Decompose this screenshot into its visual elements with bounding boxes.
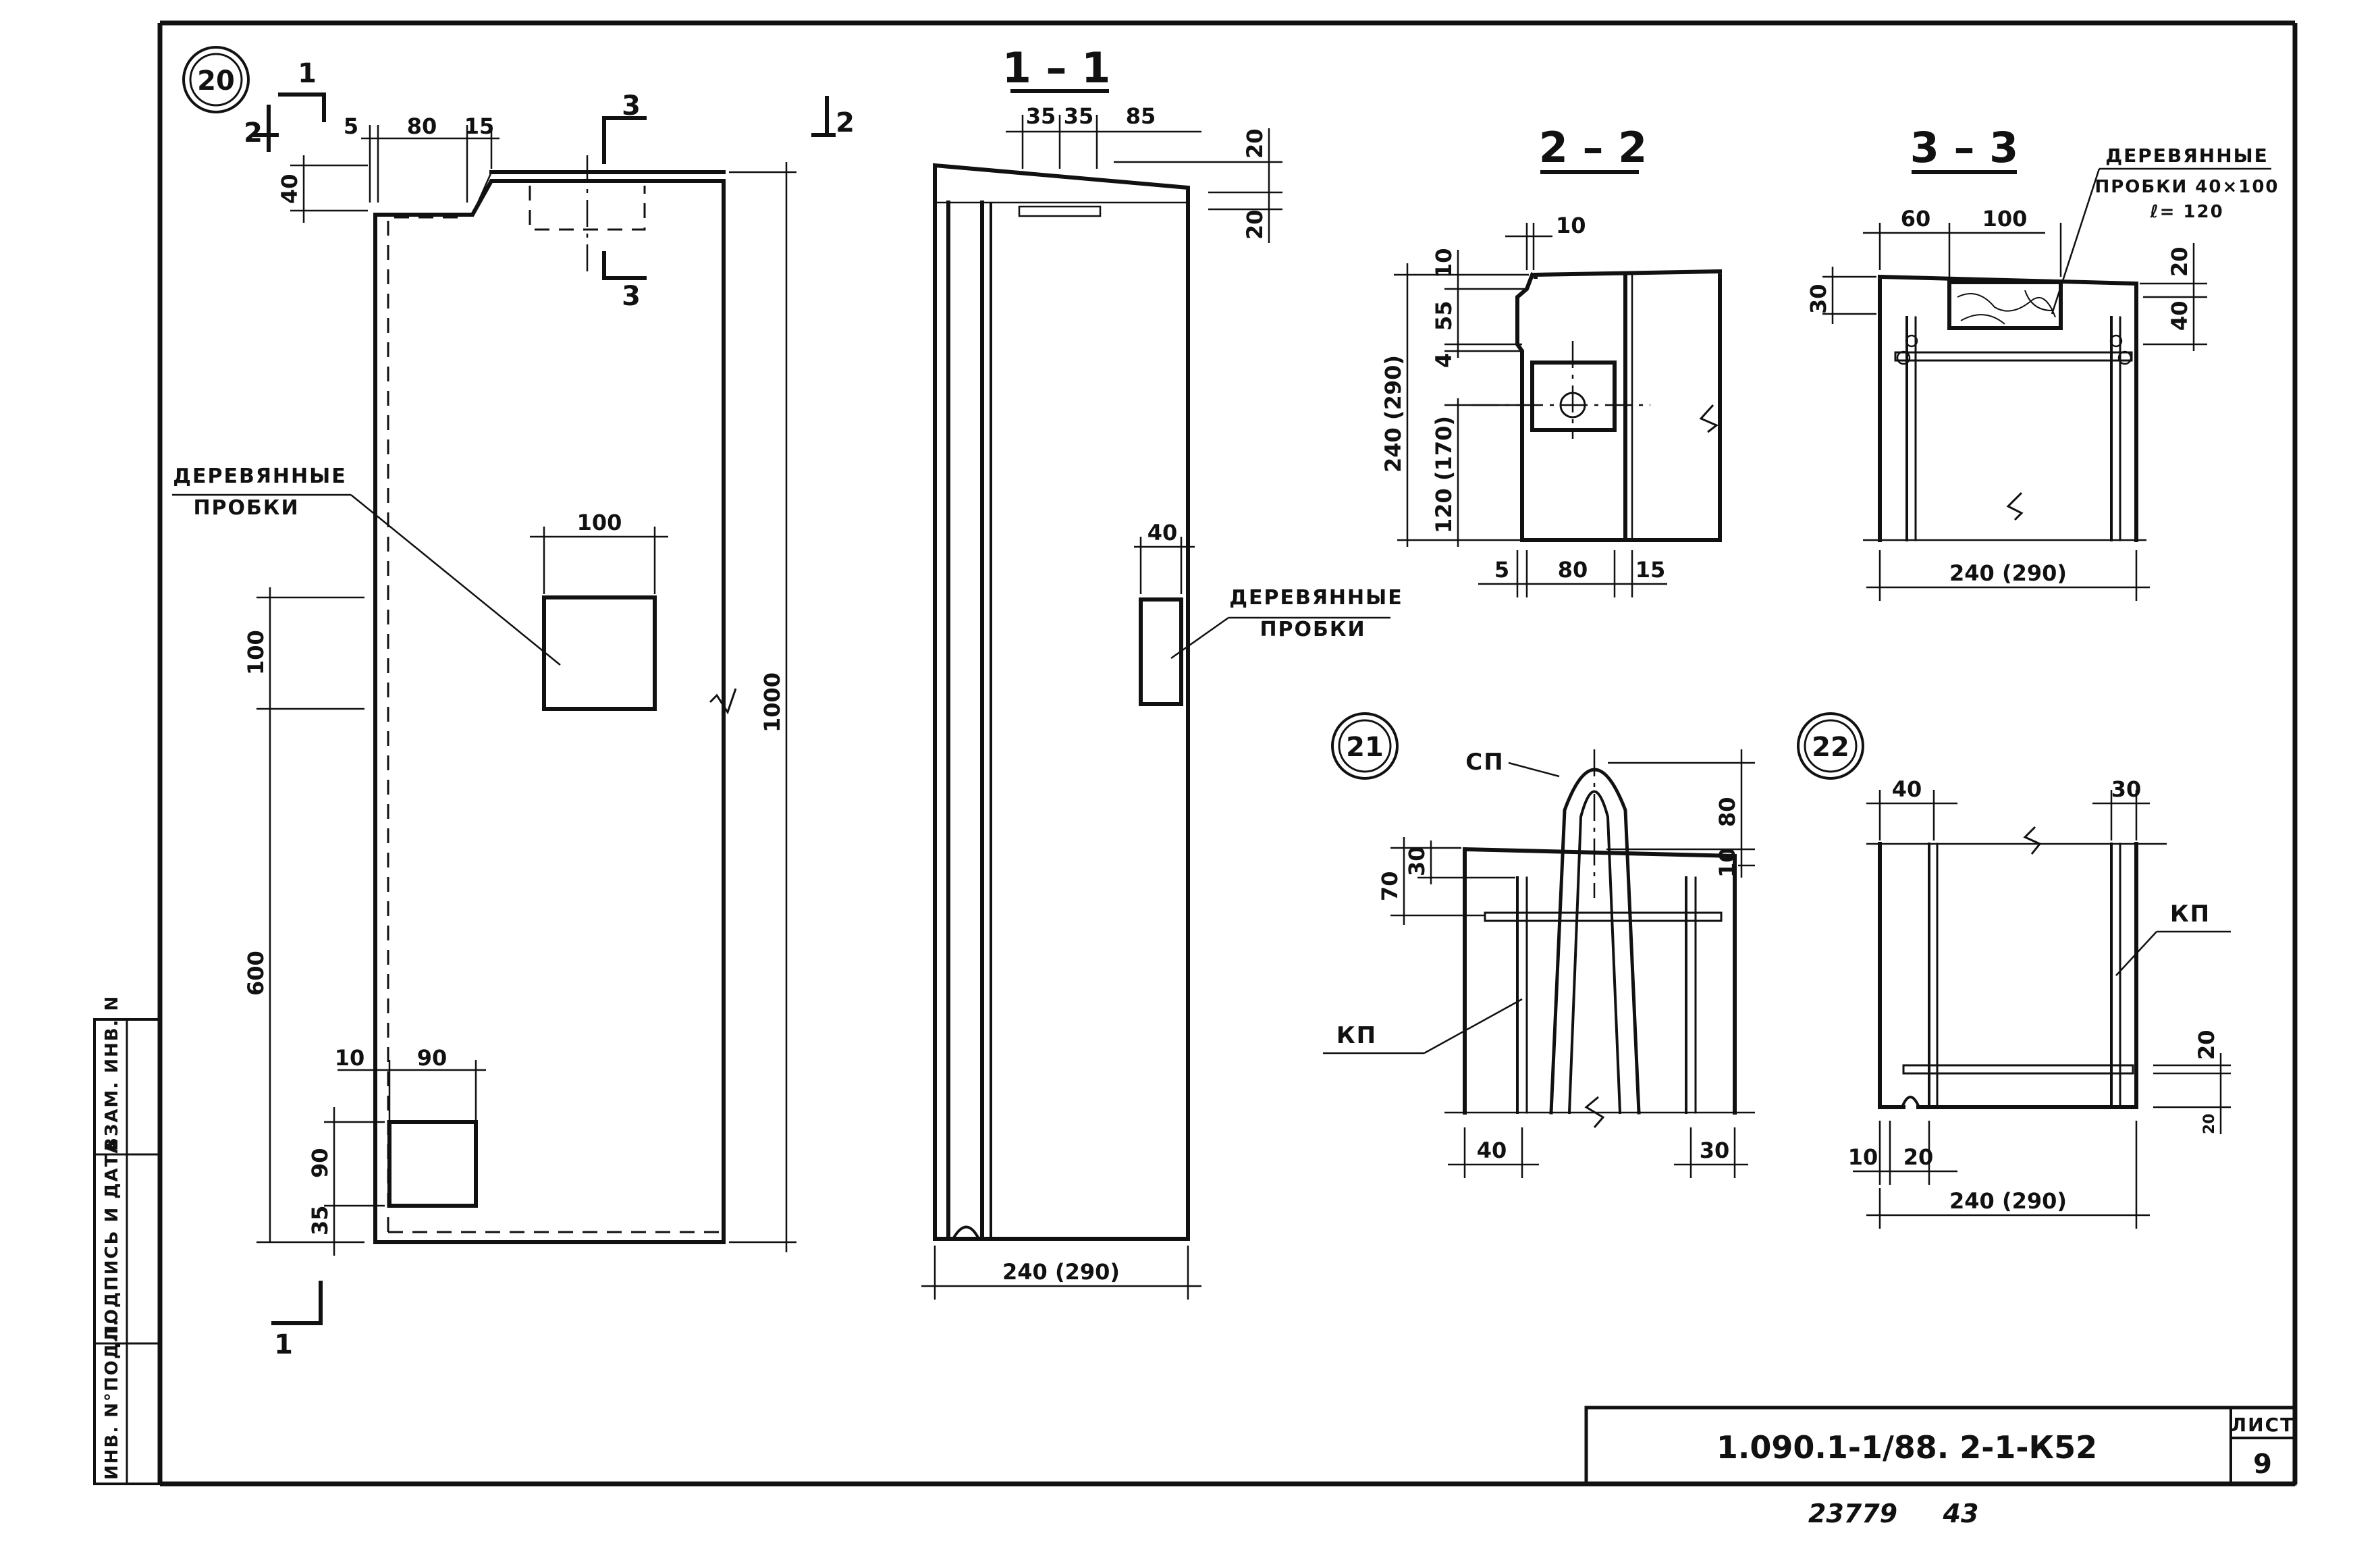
dim-90: 90: [417, 1045, 448, 1071]
dim-40-22v: 40: [1892, 776, 1922, 802]
view-20: 20 1 1 2 2 3 3: [172, 46, 855, 1360]
dim-80-22: 80: [1558, 557, 1588, 583]
dim-55: 55: [1431, 300, 1457, 331]
hidden-edge: [387, 216, 467, 1232]
dim-35a: 35: [1026, 103, 1056, 129]
wood-plug-1: [542, 595, 657, 711]
sheet-number: 9: [2253, 1449, 2272, 1480]
dim-240-22: 240 (290): [1380, 355, 1406, 473]
dim-100-vert: 100: [243, 630, 269, 675]
dim-80-21: 80: [1714, 797, 1740, 827]
view-21: 21 80 10 70 30 СП КП 40: [1323, 712, 1755, 1178]
section-title-1-1: 1 – 1: [1002, 43, 1110, 92]
section-1-1: 1 – 1 ДЕРЕВЯННЫЕ ПРОБКИ 40 35 35 85 20 2…: [921, 43, 1403, 1300]
side-stamp: ИНВ. N°ПОДЛ. ПОДПИСЬ И ДАТА ВЗАМ. ИНВ. N: [93, 995, 161, 1485]
side-stamp-c1: ИНВ. N°ПОДЛ.: [102, 1318, 122, 1480]
dim-70: 70: [1377, 871, 1403, 901]
dim-4: 4: [1431, 353, 1457, 368]
view-number-20: 20: [197, 65, 235, 97]
dim-5: 5: [344, 113, 358, 139]
format-number: 43: [1943, 1499, 1979, 1528]
dim-100-top: 100: [577, 510, 622, 535]
dim-100-33: 100: [1982, 206, 2028, 232]
dim-20c-22v: 20: [1903, 1144, 1934, 1170]
dim-80: 80: [407, 113, 437, 139]
dim-35b: 35: [1064, 103, 1094, 129]
dim-240-33: 240 (290): [1949, 560, 2067, 586]
section-mark-2-left: 2: [244, 117, 263, 149]
section-mark-1-bottom: 1: [274, 1329, 293, 1360]
dim-60: 60: [1901, 206, 1931, 232]
sheet-label: ЛИСТ: [2231, 1414, 2294, 1436]
view-number-21: 21: [1346, 732, 1384, 763]
dim-240-11: 240 (290): [1002, 1259, 1120, 1285]
dim-85: 85: [1126, 103, 1156, 129]
section-3-3: 3 – 3 60 100 30 20 40 ДЕРЕВЯННЫЕ: [1806, 123, 2279, 601]
dim-30b-21: 30: [1700, 1138, 1730, 1163]
sheet-frame: [157, 20, 2298, 1487]
section-mark-3-top: 3: [622, 90, 641, 122]
side-stamp-c2: ПОДПИСЬ И ДАТА: [102, 1139, 122, 1340]
dim-1000: 1000: [759, 672, 785, 732]
label-kp-22: КП: [2170, 901, 2211, 928]
dim-35: 35: [307, 1205, 333, 1235]
label-wood-plugs-33: ДЕРЕВЯННЫЕ: [2105, 144, 2269, 167]
dim-15: 15: [464, 113, 495, 139]
label-wood-plugs-11b: ПРОБКИ: [1260, 618, 1365, 641]
dim-240-22v: 240 (290): [1949, 1188, 2067, 1214]
view-number-22: 22: [1812, 732, 1849, 763]
dim-40-top: 40: [277, 174, 302, 204]
label-wood-plugs-20b: ПРОБКИ: [193, 496, 299, 520]
dim-30-21: 30: [1404, 846, 1430, 876]
dim-5-22: 5: [1494, 557, 1509, 583]
title-block: 1.090.1-1/88. 2-1-К52 ЛИСТ 9 23779 43: [1584, 1406, 2297, 1528]
dim-40-33: 40: [2167, 300, 2192, 331]
dim-120: 120 (170): [1431, 416, 1457, 533]
section-2-2: 2 – 2 240 (290) 10 55 4 120 (170) 10: [1380, 123, 1723, 597]
dim-10-22v: 10: [1848, 1144, 1878, 1170]
section-title-3-3: 3 – 3: [1910, 123, 2018, 172]
view-22: 22 40 30 КП 20 20 10 20 240: [1797, 712, 2231, 1229]
dim-90-vert: 90: [307, 1148, 333, 1178]
panel-outline: [373, 179, 726, 1244]
label-wood-plugs-20a: ДЕРЕВЯННЫЕ: [173, 464, 346, 488]
section-mark-3-bottom: 3: [622, 281, 641, 312]
dim-30-33: 30: [1806, 284, 1831, 314]
section-mark-1-top: 1: [298, 58, 317, 89]
dim-15-22: 15: [1635, 557, 1666, 583]
dim-10-21: 10: [1714, 847, 1740, 878]
label-kp-21: КП: [1336, 1022, 1377, 1049]
dim-10-top-22: 10: [1556, 213, 1586, 238]
dim-20-33: 20: [2167, 246, 2192, 277]
dim-20a-11: 20: [1242, 128, 1268, 159]
dim-40-11: 40: [1147, 520, 1178, 545]
section-mark-2-right: 2: [836, 107, 855, 138]
label-sp: СП: [1465, 749, 1504, 776]
dim-20a-22v: 20: [2194, 1030, 2219, 1060]
dim-30-22v: 30: [2111, 776, 2142, 802]
wood-plug-3-3: [1947, 280, 2063, 330]
drawing-designation: 1.090.1-1/88. 2-1-К52: [1716, 1429, 2097, 1466]
side-stamp-c3: ВЗАМ. ИНВ. N: [102, 995, 122, 1151]
label-wood-plugs-spec-2: ℓ= 120: [2149, 202, 2223, 222]
wood-plug-2: [387, 1120, 478, 1208]
dim-20b-11: 20: [1242, 209, 1268, 240]
wood-plug-section: [1139, 597, 1183, 706]
section-title-2-2: 2 – 2: [1539, 123, 1647, 172]
dim-600: 600: [243, 951, 269, 996]
dim-40-21: 40: [1477, 1138, 1507, 1163]
dim-10-22: 10: [1431, 248, 1457, 278]
dim-20b-22v: 20: [2201, 1113, 2218, 1134]
dim-10-w: 10: [335, 1045, 365, 1071]
inventory-number: 23779: [1808, 1499, 1897, 1528]
label-wood-plugs-11a: ДЕРЕВЯННЫЕ: [1229, 586, 1403, 610]
label-wood-plugs-spec-1: ПРОБКИ 40×100: [2094, 177, 2279, 197]
